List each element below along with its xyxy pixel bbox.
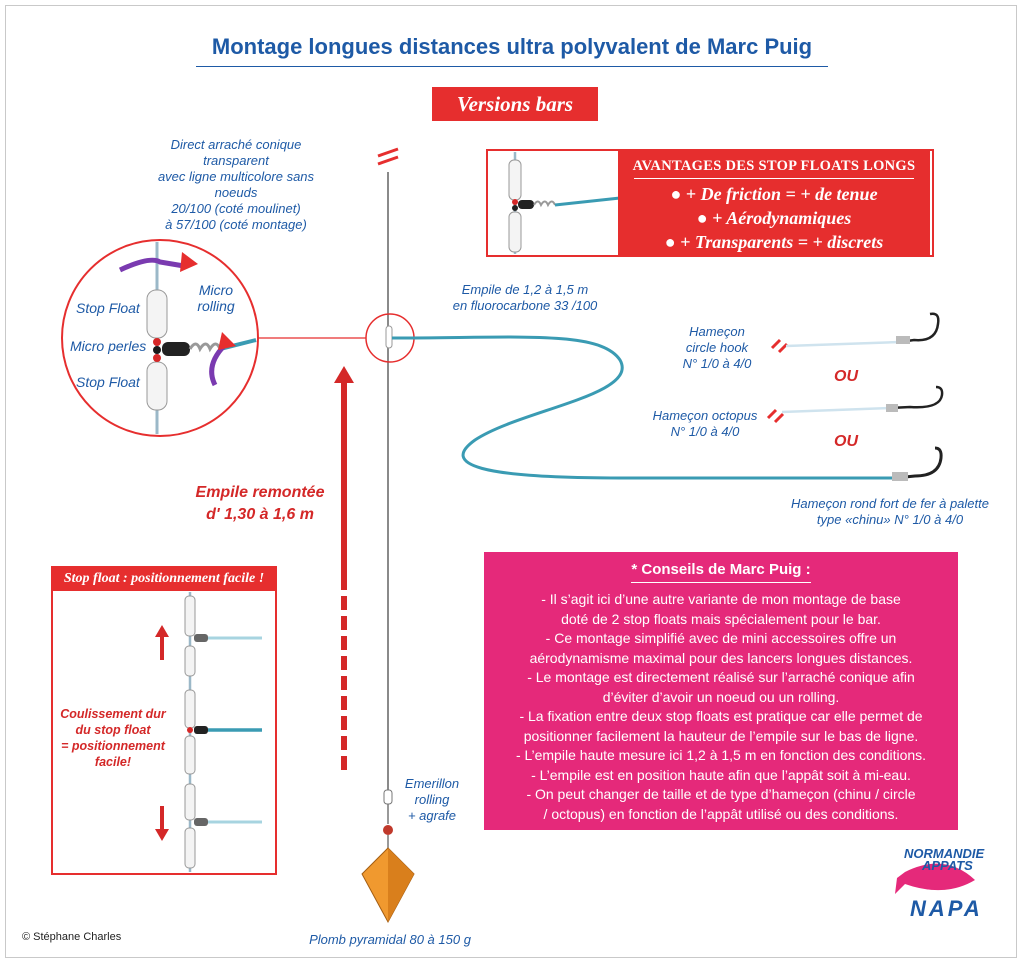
line-break-mark [377,147,399,158]
copyright: © Stéphane Charles [22,931,122,943]
stop-float-position-bottom [184,783,262,869]
slide-arrows [155,625,169,841]
stop-float-top [146,289,168,339]
chinu-hook [892,446,943,481]
conseil-line: - Il s’agit ici d’une autre variante de … [541,591,901,607]
conseil-line: d’éviter d’avoir un noeud ou un rolling. [602,688,840,705]
emerillon-swivel [383,789,393,805]
plomb-label: Plomb pyramidal 80 à 150 g [309,932,471,947]
conseil-line: positionner facilement la hauteur de l’e… [523,727,919,744]
logo-line2: APPATS [922,858,973,873]
conseil-line: - L’empile haute mesure ici 1,2 à 1,5 m … [515,747,927,763]
ou-label-1: OU [834,368,858,385]
conseil-line: doté de 2 stop floats mais spécialement … [561,610,881,627]
conseil-line: / octopus) en fonction de l’appât utilis… [543,805,899,822]
conseil-line: - Le montage est directement réalisé sur… [527,669,915,685]
page-border [5,5,1017,958]
avantage-item: ● + De friction = + de tenue [670,184,878,204]
micro-rolling [162,342,190,356]
label-micro-perles: Micro perles [70,338,147,354]
ou-label-2: OU [834,433,858,450]
label-stop-float-bottom: Stop Float [76,374,140,390]
conseils-title: * Conseils de Marc Puig : [631,561,811,578]
fluoro-empile [391,335,895,480]
page-title: Montage longues distances ultra polyvale… [211,34,813,59]
label-stop-float-top: Stop Float [76,300,140,316]
avantage-item: ● + Transparents = + discrets [664,232,884,252]
avantages-panel: AVANTAGES DES STOP FLOATS LONGS ● + De f… [618,150,930,256]
avantage-item: ● + Aérodynamiques [696,208,852,228]
stop-float-position-top [184,595,262,677]
logo-line1: NORMANDIE [904,846,985,861]
conseil-line: - L’empile est en position haute afin qu… [531,766,911,783]
conseil-line: - La fixation entre deux stop floats est… [519,708,923,724]
stop-float-bottom [146,361,168,411]
stop-box-title: Stop float : positionnement facile ! [52,567,276,591]
conseil-line: aérodynamisme maximal pour des lancers l… [529,649,913,666]
conseils-panel: * Conseils de Marc Puig : - Il s’agit ic… [484,552,958,830]
versions-badge: Versions bars [432,87,598,121]
conseil-line: - On peut changer de taille et de type d… [526,786,916,802]
title-underline [196,66,828,67]
stop-float-position-mid [184,689,262,775]
octopus-hook [766,385,944,424]
logo-fish-icon [895,863,975,894]
avantages-title: AVANTAGES DES STOP FLOATS LONGS [632,158,916,174]
empile-arrow [341,380,347,590]
empile-arrow-dashes [341,596,347,770]
logo-line3: NAPA [910,896,983,921]
circle-hook [770,312,940,354]
conseil-line: - Ce montage simplifié avec de mini acce… [545,630,897,646]
rotation-arrow-top [118,257,185,273]
